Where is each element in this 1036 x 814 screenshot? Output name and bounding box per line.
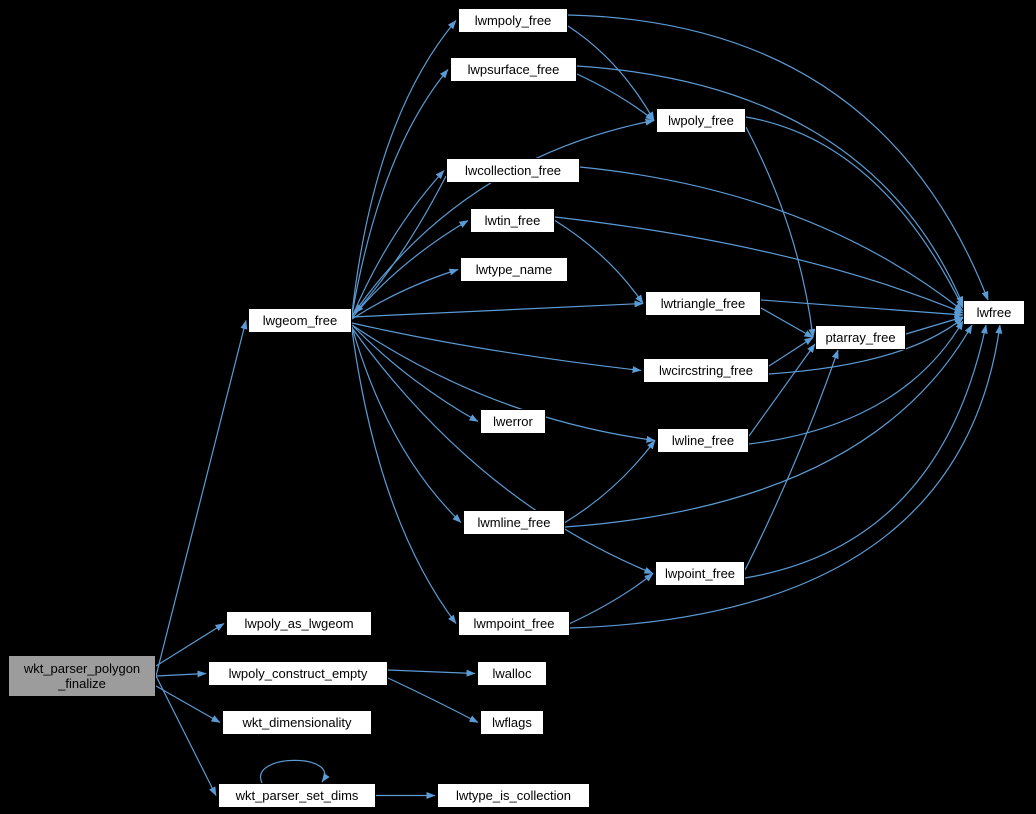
- node-lwpoly_as_lwgeom[interactable]: lwpoly_as_lwgeom: [226, 611, 372, 636]
- node-wkt_parser_set_dims[interactable]: wkt_parser_set_dims: [218, 783, 376, 808]
- edge-lwgeom_free-to-lwmpoly_free: [351, 20, 457, 315]
- edge-lwcollection_free-to-lwfree: [579, 166, 964, 312]
- edge-wkt_parser_polygon_finalize-to-wkt_parser_set_dims: [155, 675, 217, 796]
- node-lwcircstring_free[interactable]: lwcircstring_free: [643, 358, 769, 383]
- node-lwfree[interactable]: lwfree: [963, 300, 1025, 325]
- edge-lwpoint_free-to-lwfree: [744, 324, 988, 579]
- edge-wkt_parser_polygon_finalize-to-wkt_dimensionality: [155, 685, 221, 724]
- node-wkt_dimensionality[interactable]: wkt_dimensionality: [222, 710, 372, 735]
- node-lwerror[interactable]: lwerror: [480, 409, 546, 434]
- edge-lwmline_free-to-lwfree: [564, 324, 973, 528]
- node-lwline_free[interactable]: lwline_free: [657, 428, 749, 453]
- node-ptarray_free[interactable]: ptarray_free: [815, 325, 906, 350]
- node-lwpoly_free[interactable]: lwpoly_free: [656, 108, 746, 133]
- node-lwpoint_free[interactable]: lwpoint_free: [655, 561, 745, 586]
- node-lwcollection_free[interactable]: lwcollection_free: [446, 158, 580, 183]
- edge-lwmpoint_free-to-lwpoint_free: [569, 573, 654, 625]
- edge-lwpoly_free-to-ptarray_free: [745, 126, 816, 338]
- edge-wkt_parser_polygon_finalize-to-lwpoly_construct_empty: [155, 670, 207, 678]
- edge-lwpsurface_free-to-lwfree: [576, 65, 964, 306]
- edge-lwgeom_free-to-lwcollection_free: [351, 170, 445, 318]
- edge-lwmline_free-to-lwline_free: [564, 440, 656, 524]
- edge-lwmpoly_free-to-lwfree: [567, 14, 989, 301]
- edge-lwpoint_free-to-ptarray_free: [744, 349, 839, 571]
- node-lwgeom_free[interactable]: lwgeom_free: [248, 308, 352, 333]
- node-lwtin_free[interactable]: lwtin_free: [470, 208, 555, 233]
- edge-lwpoly_construct_empty-to-lwalloc: [387, 669, 476, 677]
- edge-lwline_free-to-ptarray_free: [748, 343, 816, 437]
- edge-wkt_parser_polygon_finalize-to-lwpoly_as_lwgeom: [155, 622, 225, 667]
- node-wkt_parser_polygon_finalize[interactable]: wkt_parser_polygon _finalize: [8, 655, 156, 697]
- node-lwflags[interactable]: lwflags: [480, 710, 544, 735]
- edge-lwtin_free-to-lwtriangle_free: [554, 219, 644, 304]
- edge-lwgeom_free-to-lwtin_free: [351, 219, 469, 319]
- edge-lwgeom_free-to-lwerror: [351, 324, 479, 423]
- node-lwalloc[interactable]: lwalloc: [477, 661, 547, 686]
- edge-lwmpoly_free-to-lwpoly_free: [567, 25, 655, 121]
- edge-wkt_parser_polygon_finalize-to-lwgeom_free: [155, 320, 248, 677]
- edge-lwgeom_free-to-lwmline_free: [351, 326, 462, 523]
- edge-lwpoly_construct_empty-to-lwflags: [387, 677, 479, 724]
- edge-lwcircstring_free-to-lwfree: [768, 317, 964, 375]
- edge-lwgeom_free-to-lwpoint_free: [351, 327, 654, 575]
- node-lwmpoint_free[interactable]: lwmpoint_free: [458, 611, 570, 636]
- edge-lwpsurface_free-to-lwpoly_free: [576, 73, 655, 121]
- edge-wkt_parser_set_dims-to-wkt_parser_set_dims: [259, 759, 330, 784]
- edge-lwtriangle_free-to-lwfree: [760, 299, 964, 318]
- edge-lwgeom_free-to-lwtriangle_free: [351, 300, 644, 318]
- edge-lwpoly_free-to-lwfree: [745, 116, 964, 309]
- node-lwtype_name[interactable]: lwtype_name: [460, 257, 568, 282]
- edge-lwgeom_free-to-lwtype_name: [351, 268, 459, 320]
- edge-lwcircstring_free-to-ptarray_free: [768, 336, 814, 367]
- edge-lwgeom_free-to-lwline_free: [351, 324, 656, 443]
- edge-lwcollection_free-to-lwgeom_free: [354, 175, 447, 314]
- edge-lwgeom_free-to-lwpsurface_free: [351, 69, 449, 316]
- edge-lwtriangle_free-to-ptarray_free: [760, 307, 814, 339]
- edge-lwgeom_free-to-lwcircstring_free: [351, 322, 642, 374]
- edge-lwtin_free-to-lwfree: [554, 216, 964, 314]
- node-lwpoly_construct_empty[interactable]: lwpoly_construct_empty: [208, 661, 388, 686]
- node-lwmpoly_free[interactable]: lwmpoly_free: [458, 8, 568, 33]
- node-lwtriangle_free[interactable]: lwtriangle_free: [645, 291, 761, 316]
- edge-lwgeom_free-to-lwpoly_free: [351, 118, 655, 317]
- node-lwpsurface_free[interactable]: lwpsurface_free: [450, 57, 577, 82]
- edge-lwgeom_free-to-lwmpoint_free: [351, 329, 457, 624]
- node-lwmline_free[interactable]: lwmline_free: [463, 510, 565, 535]
- edge-lwmpoint_free-to-lwfree: [569, 324, 1003, 629]
- node-lwtype_is_collection[interactable]: lwtype_is_collection: [437, 783, 590, 808]
- edge-lwline_free-to-lwfree: [748, 320, 964, 445]
- edge-ptarray_free-to-lwfree: [905, 316, 964, 335]
